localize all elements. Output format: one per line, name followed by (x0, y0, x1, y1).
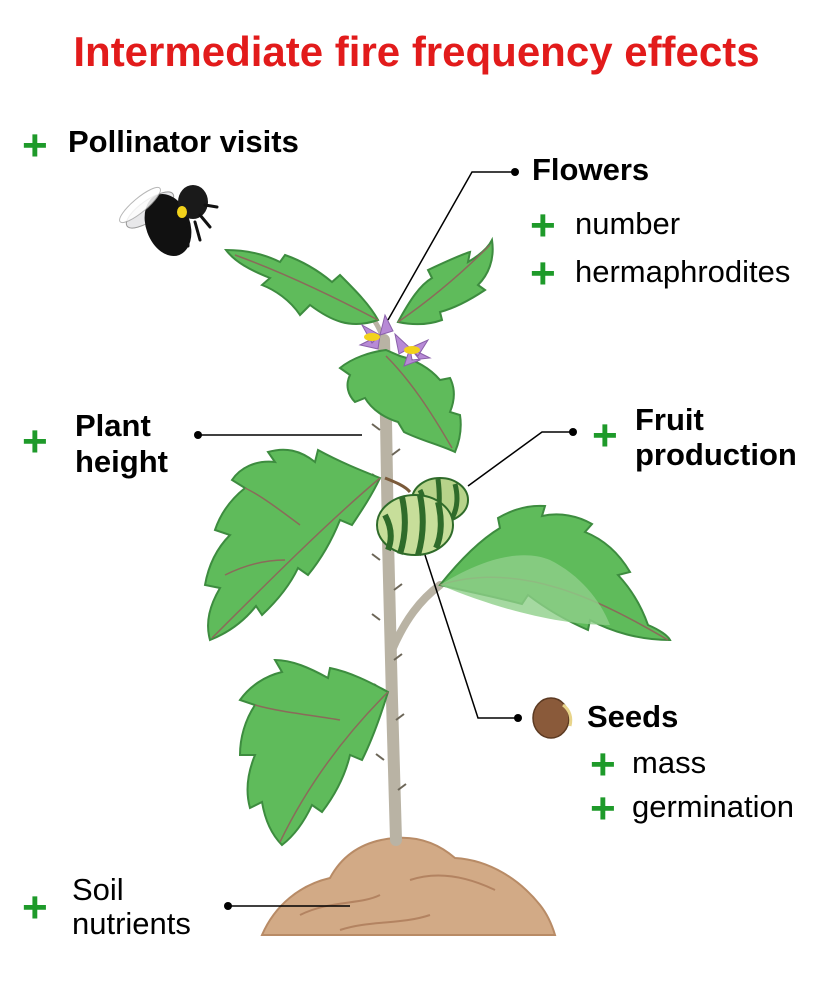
leaf-top-left (223, 248, 380, 325)
leaf-middle-right (438, 504, 672, 642)
label-seeds-mass: mass (632, 745, 707, 780)
fruit-icon (376, 476, 469, 556)
plus-icon: + (530, 249, 556, 298)
leaf-middle-left (203, 448, 382, 642)
label-pollinator-visits: Pollinator visits (68, 124, 299, 159)
plus-icon: + (22, 121, 48, 170)
leader-dots (194, 168, 577, 910)
leaf-lower (238, 658, 390, 847)
plus-icon: + (530, 201, 556, 250)
label-flowers-hermaphrodites: hermaphrodites (575, 254, 791, 289)
plus-icon: + (22, 417, 48, 466)
label-seeds: Seeds (587, 699, 679, 734)
label-fruit-production-1: Fruit (635, 402, 704, 437)
label-flowers: Flowers (532, 152, 650, 187)
plus-icon: + (590, 784, 616, 833)
bee-icon (119, 185, 219, 256)
seed-icon (532, 697, 573, 739)
label-fruit-production-2: production (635, 437, 797, 472)
flower-icon (358, 313, 432, 367)
plus-icon: + (592, 411, 618, 460)
label-seeds-germination: germination (632, 789, 794, 824)
plus-icon: + (590, 740, 616, 789)
label-flowers-number: number (575, 206, 681, 241)
plus-icon: + (22, 883, 48, 932)
soil-mound (260, 836, 557, 936)
label-soil-nutrients-1: Soil (72, 872, 124, 907)
leaf-upper-center (338, 348, 462, 454)
label-plant-height-2: height (75, 444, 168, 479)
label-soil-nutrients-2: nutrients (72, 906, 191, 941)
leaf-top-right (396, 236, 494, 326)
label-plant-height-1: Plant (75, 408, 151, 443)
page-title: Intermediate fire frequency effects (73, 28, 760, 75)
leader-lines (198, 171, 573, 907)
